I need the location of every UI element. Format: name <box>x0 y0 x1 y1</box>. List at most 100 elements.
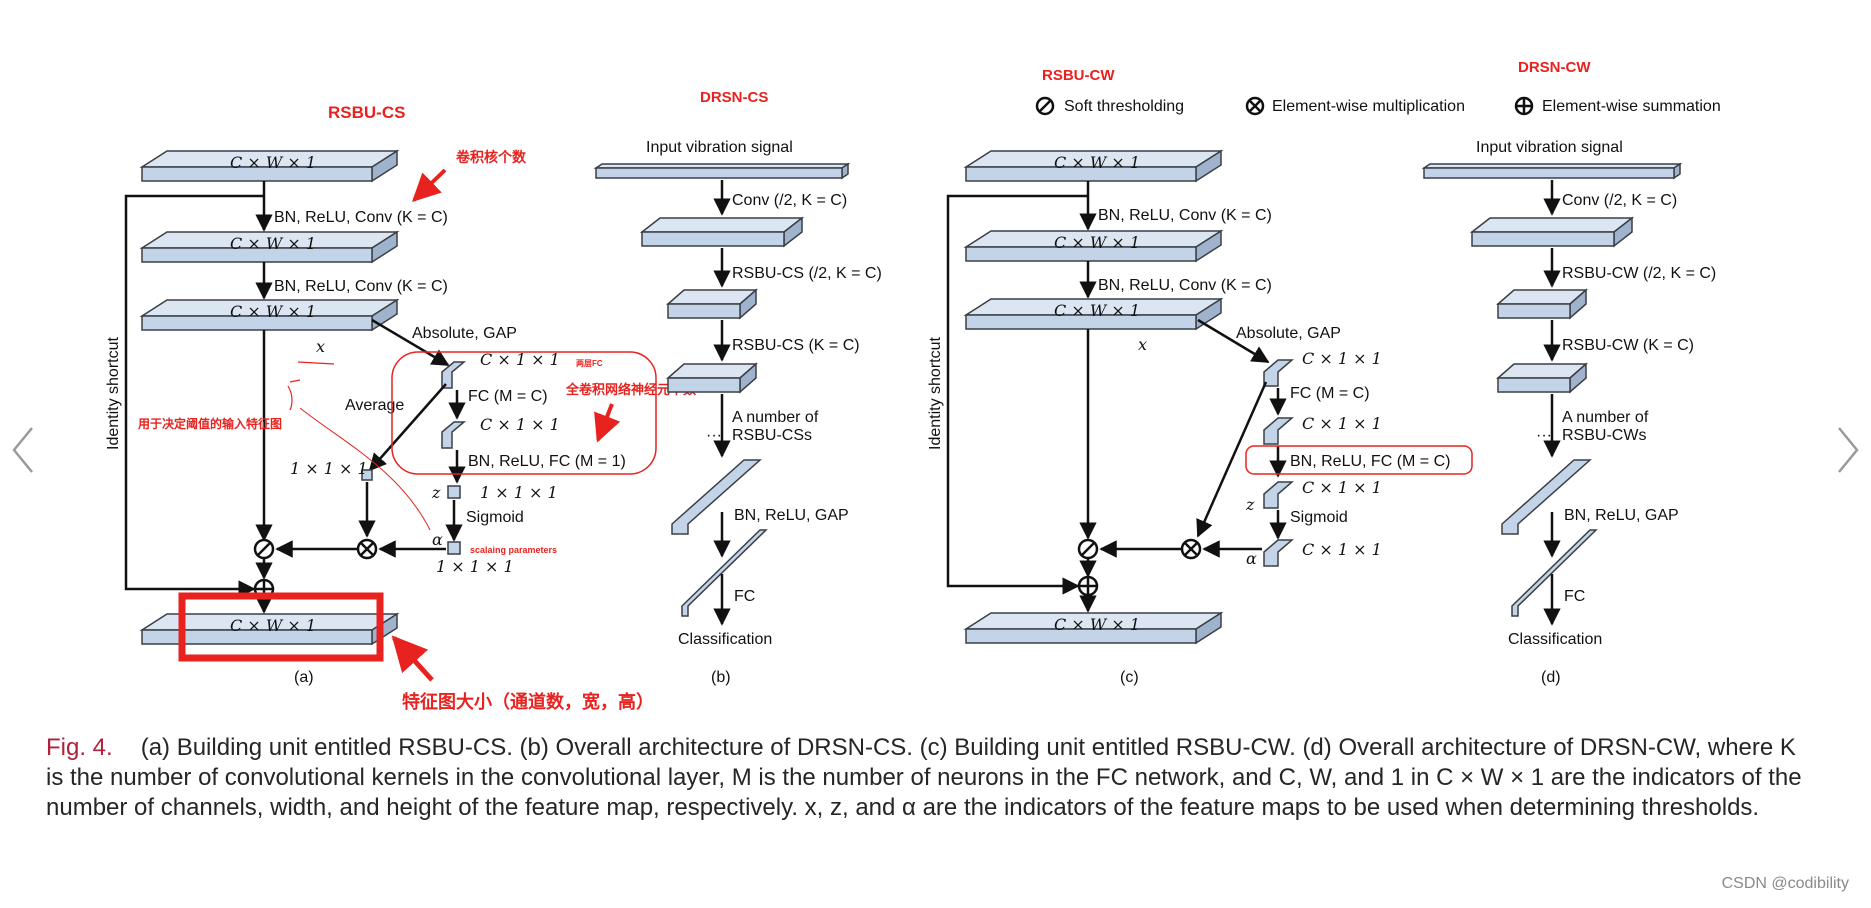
drsn-cw-title: DRSN-CW <box>1518 59 1591 76</box>
rsbu1-block-d <box>1497 303 1571 319</box>
rsbu1-label-b: RSBU-CS (/2, K = C) <box>732 265 882 282</box>
panel-a: RSBU-CS C × W × 1 C × W × 1 C × W × 1 C … <box>105 103 697 712</box>
rsbu1-label-d: RSBU-CW (/2, K = C) <box>1562 265 1716 282</box>
one11-label-a2: 1 × 1 × 1 <box>436 557 514 576</box>
dots-label-b: ··· <box>706 427 722 444</box>
fc-label-d: FC <box>1564 588 1585 605</box>
one11-label-a1: 1 × 1 × 1 <box>480 483 558 502</box>
panel-b-label: (b) <box>711 669 731 686</box>
block-label-a4: C × W × 1 <box>230 616 316 635</box>
legend-soft-threshold: Soft thresholding <box>1064 98 1184 115</box>
feature-size-highlight <box>178 592 384 662</box>
block-label-a1: C × W × 1 <box>230 153 316 172</box>
fc-label-a: FC (M = C) <box>468 388 548 405</box>
block-label-a2: C × W × 1 <box>230 234 316 253</box>
input-label-b: Input vibration signal <box>646 139 793 156</box>
abs-gap-label-c: Absolute, GAP <box>1236 325 1341 342</box>
two-layer-fc-highlight <box>391 351 657 475</box>
fc-label-c: FC (M = C) <box>1290 385 1370 402</box>
scaling-annotation: scalaing parameters <box>470 545 557 555</box>
input-signal-bar-d <box>1423 167 1675 179</box>
conv-label-b: Conv (/2, K = C) <box>732 192 847 209</box>
c11-label-c1: C × 1 × 1 <box>1302 349 1382 368</box>
vector-block-c1 <box>1263 359 1295 387</box>
bn-gap-label-d: BN, ReLU, GAP <box>1564 507 1679 524</box>
abs-gap-label-a: Absolute, GAP <box>412 325 517 342</box>
c11-label-a1: C × 1 × 1 <box>480 350 560 369</box>
figure-caption: Fig. 4.(a) Building unit entitled RSBU-C… <box>46 733 1806 823</box>
drsn-cs-title: DRSN-CS <box>700 89 768 106</box>
op-label-a2: BN, ReLU, Conv (K = C) <box>274 278 448 295</box>
c11-label-c2: C × 1 × 1 <box>1302 414 1382 433</box>
conv-block-d <box>1471 231 1615 247</box>
bn-gap-label-b: BN, ReLU, GAP <box>734 507 849 524</box>
vector-block-a2 <box>441 421 467 449</box>
c11-label-c4: C × 1 × 1 <box>1302 540 1382 559</box>
many2-label-d: RSBU-CWs <box>1562 427 1646 444</box>
caption-text: (a) Building unit entitled RSBU-CS. (b) … <box>46 734 1802 821</box>
prev-image-button[interactable] <box>4 420 44 480</box>
sigmoid-label-c: Sigmoid <box>1290 509 1348 526</box>
fc-highlight-c <box>1245 445 1473 475</box>
conv-label-d: Conv (/2, K = C) <box>1562 192 1677 209</box>
z-label-c: z <box>1245 495 1255 514</box>
block-label-c4: C × W × 1 <box>1054 615 1140 634</box>
identity-label-a: Identity shortcut <box>105 337 122 451</box>
gap-block-d <box>1501 459 1592 535</box>
c11-label-a2: C × 1 × 1 <box>480 415 560 434</box>
bn-relu-fc-label-a: BN, ReLU, FC (M = 1) <box>468 453 626 470</box>
average-label-a: Average <box>345 397 404 414</box>
panel-d: DRSN-CW Element-wise multiplication Elem… <box>1245 59 1721 686</box>
op-label-c1: BN, ReLU, Conv (K = C) <box>1098 207 1272 224</box>
x-label-c: x <box>1138 335 1147 354</box>
many1-label-d: A number of <box>1562 409 1649 426</box>
z-label-a: z <box>431 483 441 502</box>
rsbu-cs-title: RSBU-CS <box>328 103 405 122</box>
caption-fig-label: Fig. 4. <box>46 734 113 761</box>
classification-label-d: Classification <box>1508 631 1602 648</box>
input-signal-bar-b <box>595 167 843 179</box>
scalar-block-z <box>447 485 461 499</box>
alpha-label-c: α <box>1246 549 1257 568</box>
chevron-left-icon <box>12 427 33 473</box>
block-label-c3: C × W × 1 <box>1054 301 1140 320</box>
rsbu-cw-title: RSBU-CW <box>1042 67 1115 84</box>
legend-multiplication: Element-wise multiplication <box>1272 98 1465 115</box>
threshold-input-annotation: 用于决定阈值的输入特征图 <box>137 416 282 431</box>
scalar-block-alpha <box>447 541 461 555</box>
block-label-c1: C × W × 1 <box>1054 153 1140 172</box>
panel-c: RSBU-CW Soft thresholding C × W × 1 C × … <box>927 67 1473 686</box>
panel-a-label: (a) <box>294 669 314 686</box>
rsbu2-label-d: RSBU-CW (K = C) <box>1562 337 1694 354</box>
fc-block-b <box>681 529 768 617</box>
fc-block-d <box>1511 529 1598 617</box>
classification-label-b: Classification <box>678 631 772 648</box>
panel-b: DRSN-CS Input vibration signal Conv (/2,… <box>593 89 882 686</box>
c11-label-c3: C × 1 × 1 <box>1302 478 1382 497</box>
block-label-c2: C × W × 1 <box>1054 233 1140 252</box>
fc-neurons-annotation: 全卷积网络神经元个数 <box>565 382 697 397</box>
op-label-a1: BN, ReLU, Conv (K = C) <box>274 209 448 226</box>
scalar-block-avg <box>361 469 373 481</box>
alpha-label-a: α <box>432 530 443 549</box>
x-label-a: x <box>316 337 325 356</box>
rsbu2-block-b <box>667 377 741 393</box>
dots-label-d: ··· <box>1536 427 1552 444</box>
sigmoid-label-a: Sigmoid <box>466 509 524 526</box>
op-label-c2: BN, ReLU, Conv (K = C) <box>1098 277 1272 294</box>
two-layer-fc-annotation: 两层FC <box>576 359 603 368</box>
chevron-right-icon <box>1838 427 1859 473</box>
many2-label-b: RSBU-CSs <box>732 427 812 444</box>
identity-label-c: Identity shortcut <box>927 337 944 451</box>
panel-c-label: (c) <box>1120 669 1139 686</box>
next-image-button[interactable] <box>1827 420 1867 480</box>
vector-block-z-c <box>1263 481 1295 509</box>
gap-block-b <box>671 459 762 535</box>
many1-label-b: A number of <box>732 409 819 426</box>
rsbu2-block-d <box>1497 377 1571 393</box>
vector-block-c2 <box>1263 417 1295 445</box>
input-label-d: Input vibration signal <box>1476 139 1623 156</box>
watermark: CSDN @codibility <box>1721 875 1849 892</box>
kernel-count-annotation: 卷积核个数 <box>455 149 527 165</box>
conv-block-b <box>641 231 785 247</box>
